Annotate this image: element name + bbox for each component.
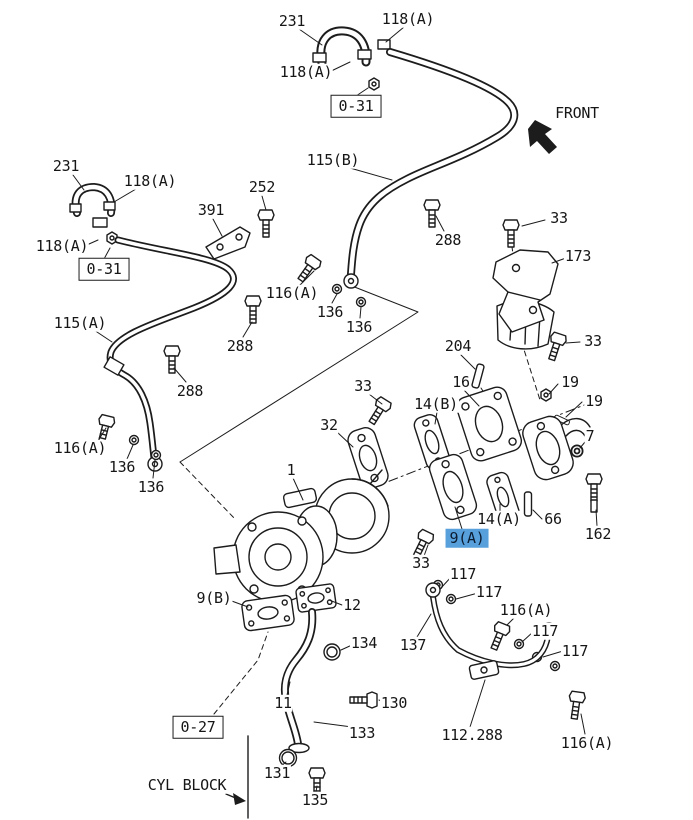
part-label-133[interactable]: 133 — [347, 723, 377, 742]
part-label-130[interactable]: 130 — [379, 693, 409, 712]
turbocharger — [213, 469, 390, 603]
part-label-131[interactable]: 131 — [262, 763, 292, 782]
cyl-block-boundary — [225, 735, 249, 819]
part-label-116a-top[interactable]: 116(A) — [264, 283, 320, 302]
part-label-116a-left[interactable]: 116(A) — [52, 438, 108, 457]
part-label-118a-top-right[interactable]: 118(A) — [380, 9, 436, 28]
part-label-117-a[interactable]: 117 — [448, 564, 478, 583]
part-label-117-b[interactable]: 117 — [474, 582, 504, 601]
part-label-231-top[interactable]: 231 — [277, 11, 307, 30]
part-label-118a-left-top[interactable]: 118(A) — [122, 171, 178, 190]
part-label-231-left[interactable]: 231 — [51, 156, 81, 175]
part-label-14a[interactable]: 14(A) — [476, 509, 522, 528]
part-label-136-a[interactable]: 136 — [315, 302, 345, 321]
oil-feed-pipe-137 — [425, 582, 557, 680]
part-label-252[interactable]: 252 — [247, 177, 277, 196]
part-label-136-b[interactable]: 136 — [344, 317, 374, 336]
part-label-ref-0-31-left[interactable]: 0-31 — [78, 257, 130, 281]
oil-return-pipe — [280, 608, 317, 754]
part-label-136-d[interactable]: 136 — [136, 477, 166, 496]
part-label-117-c[interactable]: 117 — [530, 621, 560, 640]
part-label-116a-bottom[interactable]: 116(A) — [559, 733, 615, 752]
part-label-9b[interactable]: 9(B) — [195, 588, 233, 607]
part-label-137[interactable]: 137 — [398, 635, 428, 654]
flange-32 — [347, 427, 389, 489]
part-label-288-mid[interactable]: 288 — [225, 336, 255, 355]
flange-12 — [295, 583, 337, 613]
part-label-66[interactable]: 66 — [543, 509, 563, 528]
part-label-16[interactable]: 16 — [451, 372, 471, 391]
bracket-391 — [205, 226, 251, 260]
part-label-7[interactable]: 7 — [584, 426, 596, 445]
part-label-134[interactable]: 134 — [349, 633, 379, 652]
part-label-ref-0-27[interactable]: 0-27 — [172, 715, 224, 739]
part-label-117-d[interactable]: 117 — [560, 641, 590, 660]
part-label-115a[interactable]: 115(A) — [52, 313, 108, 332]
part-label-32[interactable]: 32 — [319, 415, 339, 434]
part-label-288-left[interactable]: 288 — [175, 381, 205, 400]
part-label-162[interactable]: 162 — [583, 524, 613, 543]
part-label-19-a[interactable]: 19 — [560, 372, 580, 391]
part-label-14b[interactable]: 14(B) — [413, 394, 459, 413]
part-label-118a-left-bottom[interactable]: 118(A) — [34, 236, 90, 255]
pipe-115b — [343, 48, 519, 289]
part-label-391[interactable]: 391 — [196, 200, 226, 219]
part-label-33-mid[interactable]: 33 — [353, 376, 373, 395]
pipe-115a — [103, 236, 237, 472]
elbow-flange — [522, 415, 591, 481]
part-label-112-288[interactable]: 112.288 — [440, 725, 504, 744]
part-label-115b[interactable]: 115(B) — [305, 150, 361, 169]
part-label-33-top[interactable]: 33 — [549, 208, 569, 227]
outlet-16 — [455, 386, 523, 462]
part-label-ref-0-31-top[interactable]: 0-31 — [330, 94, 382, 118]
part-label-12[interactable]: 12 — [342, 595, 362, 614]
part-label-1[interactable]: 1 — [285, 460, 297, 479]
part-label-cyl-block: CYL BLOCK — [146, 775, 228, 794]
part-label-116a-feed[interactable]: 116(A) — [498, 600, 554, 619]
part-label-204[interactable]: 204 — [443, 336, 473, 355]
part-label-288-top[interactable]: 288 — [433, 230, 463, 249]
bolt-162 — [585, 473, 603, 513]
bracket-173 — [492, 249, 559, 333]
ring-134 — [323, 643, 341, 661]
gasket-9b — [241, 594, 295, 632]
part-label-173[interactable]: 173 — [563, 246, 593, 265]
part-label-9a[interactable]: 9(A) — [445, 528, 489, 548]
part-label-135[interactable]: 135 — [300, 790, 330, 809]
hose-231-left — [69, 183, 118, 245]
front-arrow-icon — [528, 120, 557, 154]
part-label-33-low[interactable]: 33 — [411, 553, 431, 572]
part-label-11[interactable]: 11 — [273, 693, 293, 712]
part-label-19-b[interactable]: 19 — [584, 391, 604, 410]
part-label-118a-top-mid[interactable]: 118(A) — [278, 62, 334, 81]
part-label-33-shield[interactable]: 33 — [583, 331, 603, 350]
part-label-136-c[interactable]: 136 — [107, 457, 137, 476]
part-label-front: FRONT — [554, 103, 600, 122]
gasket-9a — [428, 453, 478, 521]
hose-231-top — [312, 26, 391, 68]
